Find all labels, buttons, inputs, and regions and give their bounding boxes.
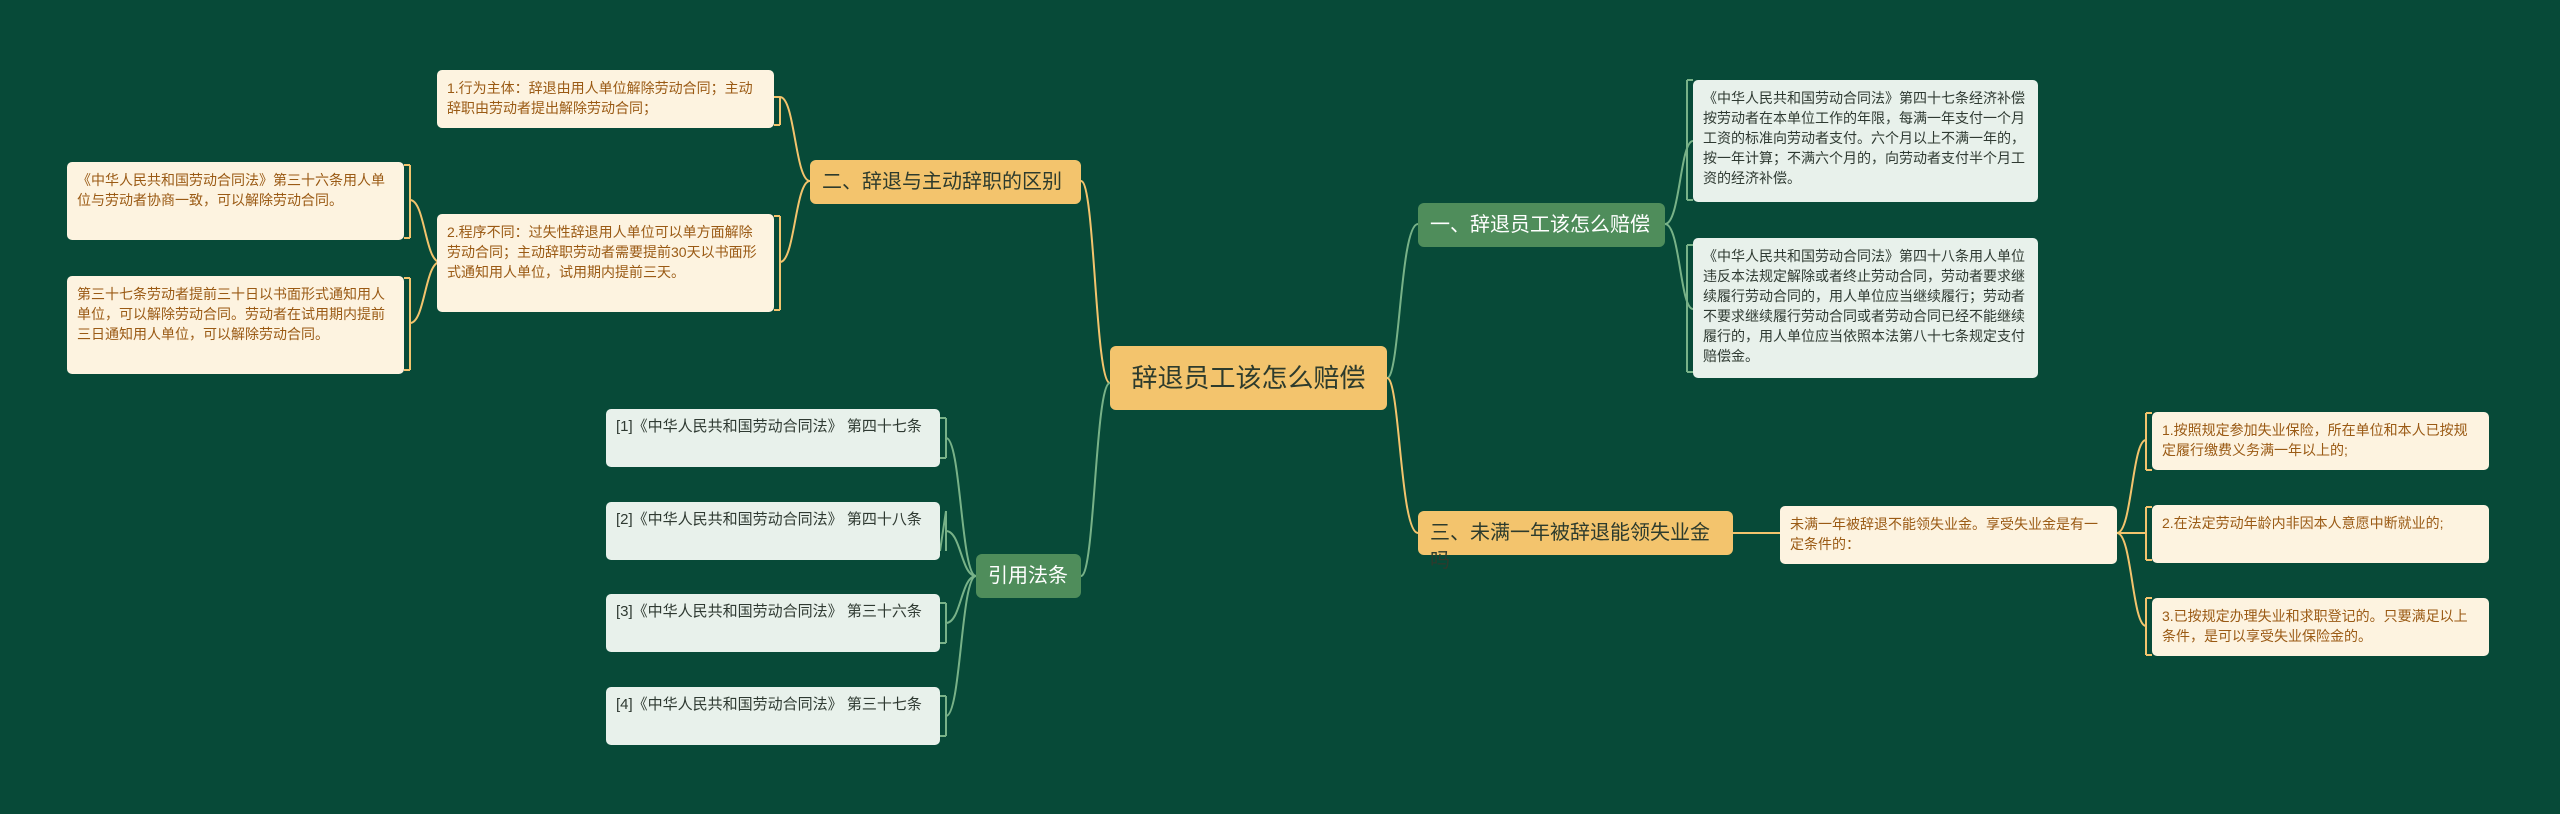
leaf-benefit-conditions-text: 未满一年被辞退不能领失业金。享受失业金是有一定条件的： [1790,516,2098,552]
link-b4-r2 [939,510,977,577]
link-root-b2 [1080,180,1111,384]
ref-article-48[interactable]: [2]《中华人民共和国劳动合同法》 第四十八条 [606,502,940,560]
leaf-condition-1-text: 1.按照规定参加失业保险，所在单位和本人已按规定履行缴费义务满一年以上的; [2162,422,2468,458]
branch-dismissal-vs-resignation[interactable]: 二、辞退与主动辞职的区别 [810,160,1081,204]
ref-article-37-text: [4]《中华人民共和国劳动合同法》 第三十七条 [616,696,922,713]
ref-article-37[interactable]: [4]《中华人民共和国劳动合同法》 第三十七条 [606,687,940,745]
leaf-procedure-difference[interactable]: 2.程序不同：过失性辞退用人单位可以单方面解除劳动合同；主动辞职劳动者需要提前3… [437,214,774,312]
leaf-condition-2-text: 2.在法定劳动年龄内非因本人意愿中断就业的; [2162,515,2444,531]
branch-cited-articles[interactable]: 引用法条 [976,554,1081,598]
link-l2-s1 [404,164,441,263]
branch-cited-articles-label: 引用法条 [988,565,1068,587]
leaf-condition-2[interactable]: 2.在法定劳动年龄内非因本人意愿中断就业的; [2152,505,2489,563]
link-b1-l1 [1664,79,1694,225]
branch-unemployment-benefit-label: 三、未满一年被辞退能领失业金吗 [1430,522,1710,572]
leaf-subject-difference[interactable]: 1.行为主体：辞退由用人单位解除劳动合同；主动辞职由劳动者提出解除劳动合同； [437,70,774,128]
link-b4-r3 [940,575,977,644]
leaf-benefit-conditions[interactable]: 未满一年被辞退不能领失业金。享受失业金是有一定条件的： [1780,506,2117,564]
leaf-article-47[interactable]: 《中华人民共和国劳动合同法》第四十七条经济补偿按劳动者在本单位工作的年限，每满一… [1693,80,2038,202]
ref-article-47-text: [1]《中华人民共和国劳动合同法》 第四十七条 [616,418,922,435]
ref-article-48-text: [2]《中华人民共和国劳动合同法》 第四十八条 [616,511,922,528]
link-b1-l2 [1664,223,1694,373]
leaf-article-47-text: 《中华人民共和国劳动合同法》第四十七条经济补偿按劳动者在本单位工作的年限，每满一… [1703,90,2025,186]
link-l2-s2 [404,261,441,371]
root-topic[interactable]: 辞退员工该怎么赔偿 [1110,346,1387,410]
branch-compensation-label: 一、辞退员工该怎么赔偿 [1430,214,1650,236]
leaf-article-36[interactable]: 《中华人民共和国劳动合同法》第三十六条用人单位与劳动者协商一致，可以解除劳动合同… [67,162,404,240]
leaf-condition-3[interactable]: 3.已按规定办理失业和求职登记的。只要满足以上条件，是可以享受失业保险金的。 [2152,598,2489,656]
branch-dismissal-vs-resignation-label: 二、辞退与主动辞职的区别 [822,171,1062,193]
ref-article-36[interactable]: [3]《中华人民共和国劳动合同法》 第三十六条 [606,594,940,652]
branch-unemployment-benefit[interactable]: 三、未满一年被辞退能领失业金吗 [1418,511,1733,572]
link-b2-l1 [774,96,811,182]
link-b4-r4 [940,575,977,737]
link-root-b3 [1386,377,1419,534]
leaf-article-36-text: 《中华人民共和国劳动合同法》第三十六条用人单位与劳动者协商一致，可以解除劳动合同… [77,172,385,208]
link-b2-l2 [774,180,811,311]
link-c-s2 [2117,506,2152,561]
root-topic-label: 辞退员工该怎么赔偿 [1131,363,1366,393]
link-b4-r1 [940,417,977,577]
leaf-article-48[interactable]: 《中华人民共和国劳动合同法》第四十八条用人单位违反本法规定解除或者终止劳动合同，… [1693,238,2038,378]
leaf-article-37[interactable]: 第三十七条劳动者提前三十日以书面形式通知用人单位，可以解除劳动合同。劳动者在试用… [67,276,404,374]
ref-article-36-text: [3]《中华人民共和国劳动合同法》 第三十六条 [616,603,922,620]
link-c-s1 [2116,412,2152,534]
link-root-b4 [1080,382,1111,577]
link-root-b1 [1386,223,1419,379]
leaf-procedure-difference-text: 2.程序不同：过失性辞退用人单位可以单方面解除劳动合同；主动辞职劳动者需要提前3… [447,224,757,280]
leaf-article-48-text: 《中华人民共和国劳动合同法》第四十八条用人单位违反本法规定解除或者终止劳动合同，… [1703,248,2025,364]
ref-article-47[interactable]: [1]《中华人民共和国劳动合同法》 第四十七条 [606,409,940,467]
leaf-condition-3-text: 3.已按规定办理失业和求职登记的。只要满足以上条件，是可以享受失业保险金的。 [2162,608,2468,644]
leaf-article-37-text: 第三十七条劳动者提前三十日以书面形式通知用人单位，可以解除劳动合同。劳动者在试用… [77,286,385,342]
branch-compensation[interactable]: 一、辞退员工该怎么赔偿 [1418,203,1665,247]
leaf-condition-1[interactable]: 1.按照规定参加失业保险，所在单位和本人已按规定履行缴费义务满一年以上的; [2152,412,2489,470]
leaf-subject-difference-text: 1.行为主体：辞退由用人单位解除劳动合同；主动辞职由劳动者提出解除劳动合同； [447,80,753,116]
link-c-s3 [2116,532,2152,656]
